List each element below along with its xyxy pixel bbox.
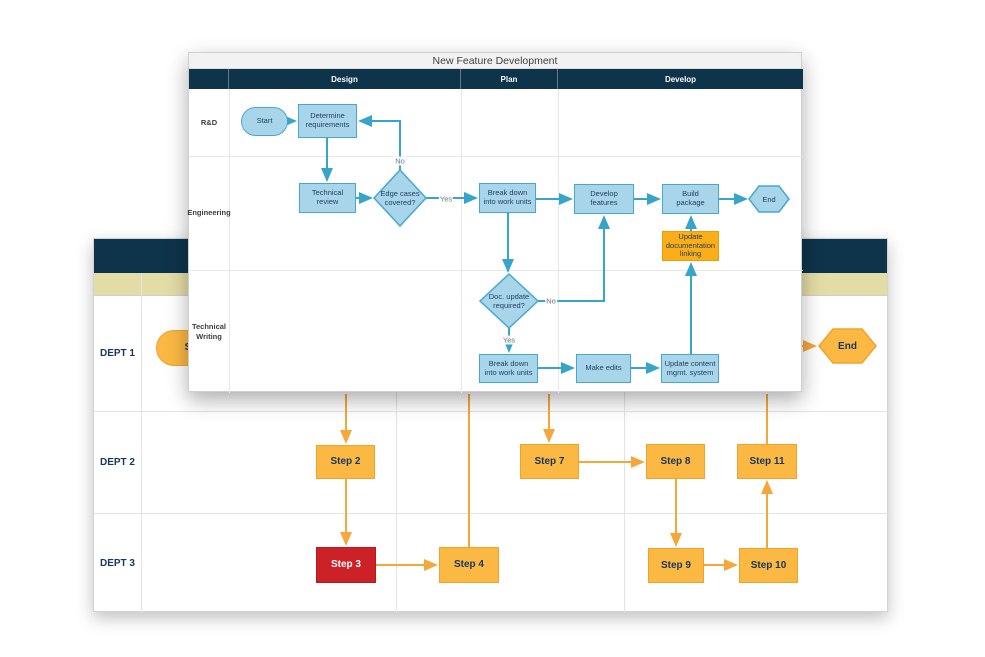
lane-label-dept2: DEPT 2 bbox=[99, 456, 135, 468]
back-phase-divider-1 bbox=[396, 296, 397, 613]
back-label-column-divider bbox=[141, 273, 142, 613]
node-break-down-plan: Break down into work units bbox=[479, 183, 536, 213]
edge-label-yes-edge-cases: Yes bbox=[438, 194, 454, 204]
phase-header-plan: Plan bbox=[461, 69, 558, 89]
node-back-end-hexagon bbox=[818, 328, 877, 364]
edge-label-no-edge-cases: No bbox=[394, 156, 406, 166]
node-update-documentation-linking: Update documentation linking bbox=[662, 231, 719, 261]
front-lane-divider-2 bbox=[189, 270, 803, 271]
node-break-down-writing: Break down into work units bbox=[479, 354, 538, 383]
front-connectors bbox=[283, 115, 748, 374]
back-connectors bbox=[340, 340, 817, 571]
lane-label-dept1: DEPT 1 bbox=[99, 348, 135, 359]
node-build-package: Build package bbox=[662, 184, 719, 214]
node-step-11: Step 11 bbox=[737, 444, 797, 479]
new-feature-development-flowchart: New Feature Development Design Plan Deve… bbox=[187, 52, 803, 393]
node-step-9: Step 9 bbox=[648, 548, 704, 583]
lane-label-engineering: Engineering bbox=[187, 208, 231, 218]
front-label-column-divider bbox=[229, 89, 230, 393]
node-develop-features: Develop features bbox=[574, 184, 634, 214]
node-technical-review: Technical review bbox=[299, 183, 356, 213]
node-make-edits: Make edits bbox=[576, 354, 631, 383]
node-edge-cases-covered-diamond bbox=[372, 168, 428, 228]
node-front-end-hexagon bbox=[748, 185, 790, 213]
front-header-corner bbox=[189, 69, 229, 89]
node-step-3: Step 3 bbox=[316, 547, 376, 583]
node-front-start: Start bbox=[241, 107, 288, 136]
edge-label-no-doc-update: No bbox=[545, 296, 557, 306]
lane-label-dept3: DEPT 3 bbox=[99, 557, 135, 569]
edge-label-yes-doc-update: Yes bbox=[501, 335, 517, 345]
front-chart-title: New Feature Development bbox=[189, 53, 801, 69]
node-step-8: Step 8 bbox=[646, 444, 705, 479]
node-step-4: Step 4 bbox=[439, 547, 499, 583]
node-determine-requirements: Determine requirements bbox=[298, 104, 357, 138]
node-update-cms: Update content mgmt. system bbox=[661, 354, 719, 383]
phase-header-design: Design bbox=[229, 69, 461, 89]
node-step-2: Step 2 bbox=[316, 445, 375, 479]
node-step-7: Step 7 bbox=[520, 444, 579, 479]
lane-label-rnd: R&D bbox=[200, 117, 218, 127]
node-step-10: Step 10 bbox=[739, 548, 798, 583]
node-doc-update-required-diamond bbox=[478, 272, 540, 330]
front-phase-divider-2 bbox=[558, 89, 559, 393]
back-connectors-layer bbox=[340, 328, 877, 571]
phase-header-develop: Develop bbox=[558, 69, 803, 89]
front-lane-divider-1 bbox=[189, 156, 803, 157]
back-lane-divider-1 bbox=[94, 411, 889, 412]
back-phase-divider-2 bbox=[624, 296, 625, 613]
back-lane-divider-2 bbox=[94, 513, 889, 514]
front-connectors-layer bbox=[283, 115, 790, 374]
lane-label-technical-writing: Technical Writing bbox=[191, 322, 227, 341]
front-phase-divider-1 bbox=[461, 89, 462, 393]
